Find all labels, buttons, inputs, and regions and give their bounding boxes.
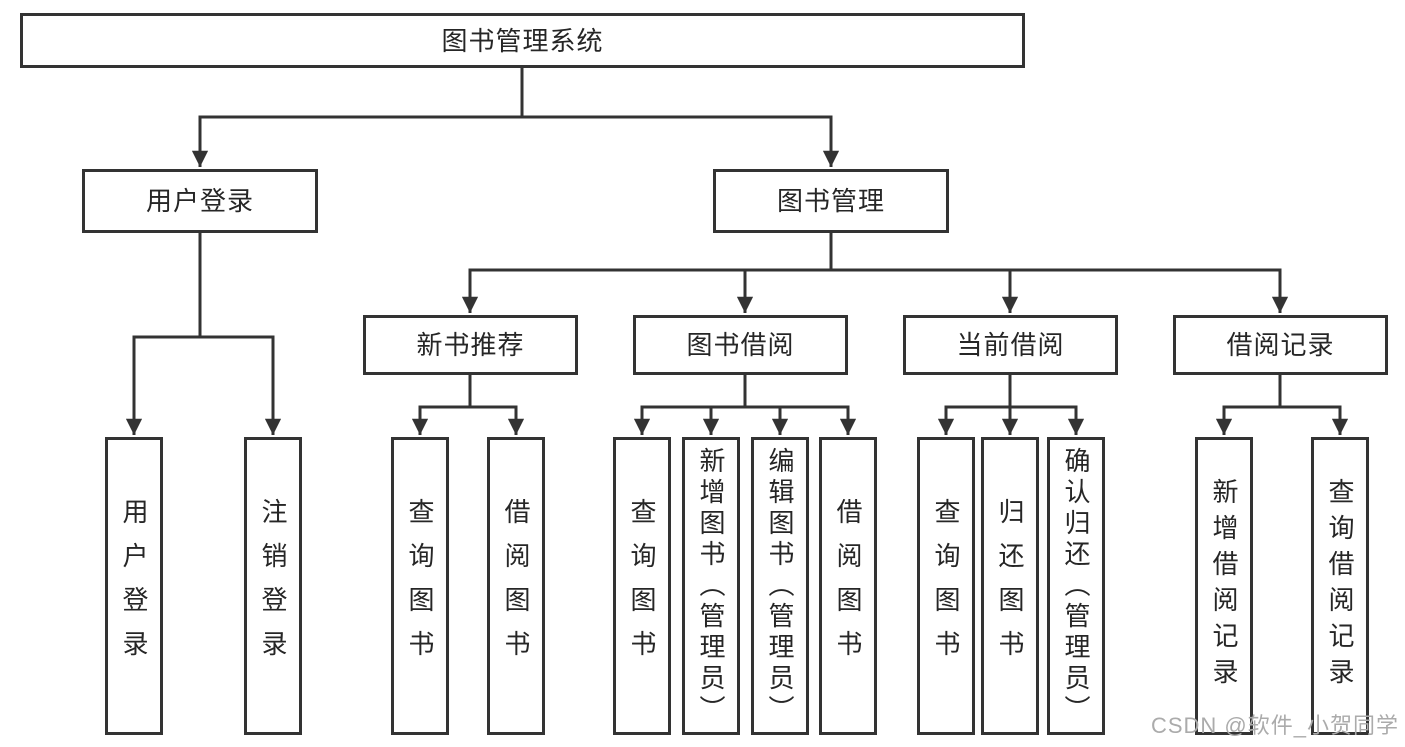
node-new-book-recommend-label: 新书推荐 — [416, 330, 525, 360]
node-logout: 注销登录 — [244, 437, 302, 735]
node-confirm-return-admin-label: 确认归还（管理员） — [1061, 446, 1091, 726]
node-borrow-books-borrowing-label: 借阅图书 — [833, 498, 863, 674]
node-book-borrowing: 图书借阅 — [633, 315, 848, 375]
node-query-books-newbooks-label: 查询图书 — [405, 498, 435, 674]
node-add-book-admin-label: 新增图书（管理员） — [696, 446, 726, 726]
node-book-borrowing-label: 图书借阅 — [686, 330, 795, 360]
node-borrowing-records: 借阅记录 — [1173, 315, 1388, 375]
node-query-books-borrowing-label: 查询图书 — [627, 498, 657, 674]
node-add-borrow-record-label: 新增借阅记录 — [1209, 478, 1239, 694]
node-user-login-label: 用户登录 — [145, 186, 254, 216]
node-edit-book-admin: 编辑图书（管理员） — [751, 437, 809, 735]
node-user-login-action-label: 用户登录 — [119, 498, 149, 674]
node-borrow-books-borrowing: 借阅图书 — [819, 437, 877, 735]
node-query-books-newbooks: 查询图书 — [391, 437, 449, 735]
node-confirm-return-admin: 确认归还（管理员） — [1047, 437, 1105, 735]
node-logout-label: 注销登录 — [258, 498, 288, 674]
node-book-management: 图书管理 — [713, 169, 949, 233]
tree-rails — [132, 68, 1342, 409]
node-library-system: 图书管理系统 — [20, 13, 1025, 68]
node-query-borrow-record-label: 查询借阅记录 — [1325, 478, 1355, 694]
node-book-management-label: 图书管理 — [776, 186, 885, 216]
node-query-borrow-record: 查询借阅记录 — [1311, 437, 1369, 735]
node-add-borrow-record: 新增借阅记录 — [1195, 437, 1253, 735]
node-user-login-action: 用户登录 — [105, 437, 163, 735]
node-current-borrowing: 当前借阅 — [903, 315, 1118, 375]
node-add-book-admin: 新增图书（管理员） — [682, 437, 740, 735]
watermark: CSDN @软件_小贺同学 — [1150, 713, 1399, 738]
node-borrow-books-newbooks-label: 借阅图书 — [501, 498, 531, 674]
node-edit-book-admin-label: 编辑图书（管理员） — [765, 446, 795, 726]
node-query-books-current-label: 查询图书 — [931, 498, 961, 674]
node-borrow-books-newbooks: 借阅图书 — [487, 437, 545, 735]
node-user-login: 用户登录 — [82, 169, 318, 233]
node-return-books: 归还图书 — [981, 437, 1039, 735]
node-return-books-label: 归还图书 — [995, 498, 1025, 674]
node-new-book-recommend: 新书推荐 — [363, 315, 578, 375]
node-query-books-current: 查询图书 — [917, 437, 975, 735]
node-borrowing-records-label: 借阅记录 — [1226, 330, 1335, 360]
node-library-system-label: 图书管理系统 — [441, 25, 604, 56]
node-query-books-borrowing: 查询图书 — [613, 437, 671, 735]
node-current-borrowing-label: 当前借阅 — [956, 330, 1065, 360]
